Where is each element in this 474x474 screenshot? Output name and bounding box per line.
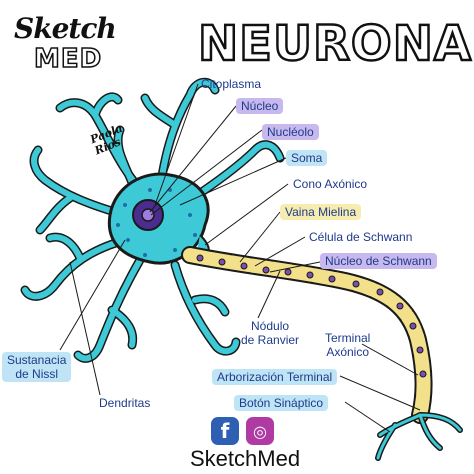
footer-brand: SketchMed xyxy=(190,446,301,471)
instagram-icon[interactable]: ◎ xyxy=(246,417,274,445)
label-arborizacion-terminal: Arborización Terminal xyxy=(212,369,338,385)
sketchmed-logo: Sketch MED xyxy=(6,12,136,82)
label-dendritas: Dendritas xyxy=(99,396,151,410)
label-nucleo: Núcleo xyxy=(236,98,284,114)
label-nodulo-ranvier: Nódulo de Ranvier xyxy=(236,318,304,348)
label-nodulo-ranvier-line1: Nódulo xyxy=(251,319,290,333)
schwann-nuclei xyxy=(196,254,427,378)
label-soma: Soma xyxy=(286,150,328,166)
label-sustancia-nissl: Sustanacia de Nissl xyxy=(2,352,72,382)
label-cono-axonico: Cono Axónico xyxy=(293,177,368,191)
label-sustancia-nissl-line2: de Nissl xyxy=(15,367,59,381)
label-vaina-mielina: Vaina Mielina xyxy=(280,204,362,220)
label-terminal-axonico-line1: Terminal xyxy=(325,331,371,345)
terminal-arborization-fill xyxy=(376,413,462,460)
facebook-icon[interactable]: f xyxy=(211,417,239,445)
label-boton-sinaptico: Botón Sináptico xyxy=(234,395,329,411)
label-nucleo-schwann: Núcleo de Schwann xyxy=(320,253,437,269)
nissl-bodies xyxy=(116,188,197,257)
page-title: NEURONA xyxy=(197,16,473,72)
leader-lines xyxy=(59,83,421,433)
myelin-sheath xyxy=(181,246,433,424)
dendrites-fill xyxy=(22,79,283,362)
label-terminal-axonico-line2: Axónico xyxy=(326,345,370,359)
label-sustancia-nissl-line1: Sustanacia xyxy=(7,353,67,367)
logo-line2: MED xyxy=(33,43,103,75)
logo-line1: Sketch xyxy=(14,12,117,45)
nucleolus xyxy=(141,208,155,222)
label-citoplasma: Citoplasma xyxy=(201,77,262,91)
label-terminal-axonico: Terminal Axónico xyxy=(320,330,375,360)
label-celula-schwann: Célula de Schwann xyxy=(309,230,413,244)
label-nucleolo: Nucléolo xyxy=(262,124,319,140)
label-nodulo-ranvier-line2: de Ranvier xyxy=(241,333,300,347)
